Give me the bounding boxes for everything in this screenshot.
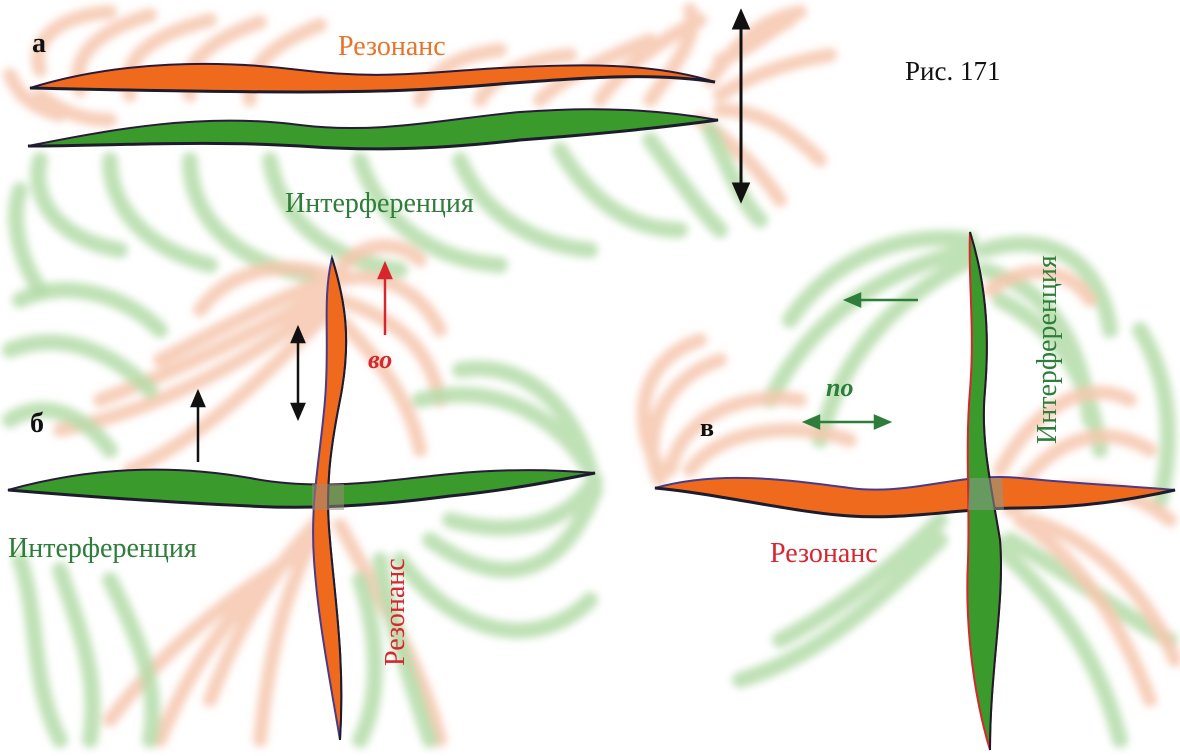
panel-b-arrow-label: во [368,345,392,374]
panel-v-letter: в [700,413,714,442]
panel-a-bars [28,64,718,149]
panel-v-arrow-label: по [826,373,853,402]
panel-a-interference-label: Интерференция [285,188,474,219]
field-b-green [10,290,595,740]
panel-v-resonance-label: Резонанс [770,538,878,569]
figure-label: Рис. 171 [905,56,1000,86]
panel-a-letter: а [32,28,46,59]
panel-b-resonance-label: Резонанс [380,558,411,666]
double-arrow-b [292,328,304,418]
panel-a-resonance-label: Резонанс [338,31,446,62]
panel-b-interference-label: Интерференция [8,533,197,564]
panel-v-interference-label: Интерференция [1032,255,1063,444]
panel-b-letter: б [30,408,44,439]
double-arrow-v [805,416,889,428]
